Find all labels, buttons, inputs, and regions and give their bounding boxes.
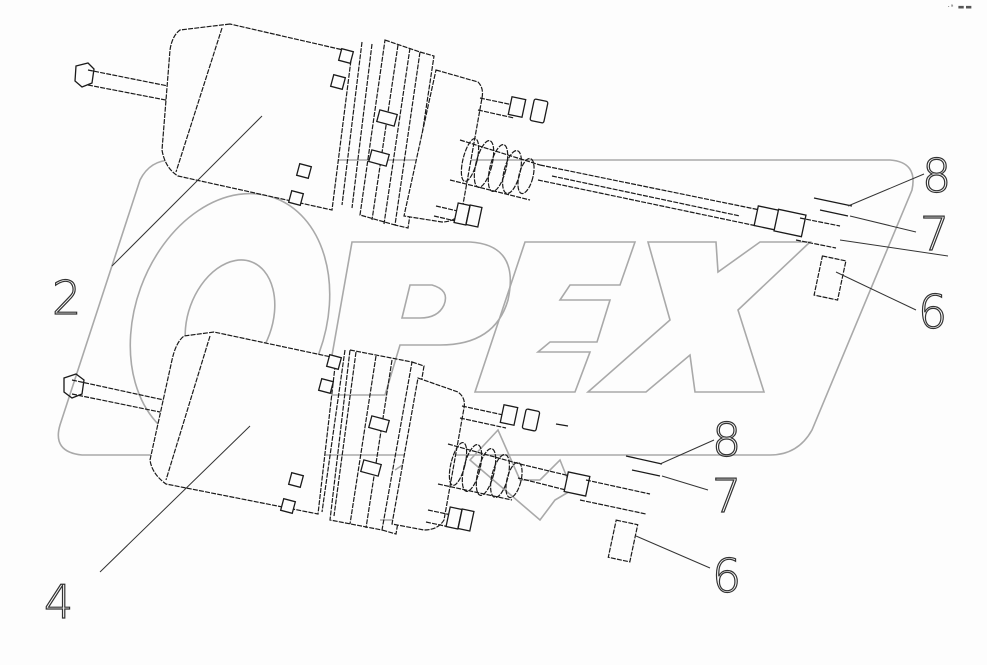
upper-brake-chamber [74, 23, 853, 301]
corner-mark: ·ᵃ ▬▬ [947, 3, 973, 11]
lower-callouts: 4 8 7 6 [43, 412, 741, 629]
callout-upper-7: 7 [920, 207, 949, 261]
lower-bellows-boot [437, 441, 523, 501]
callout-lower-7: 7 [712, 469, 741, 523]
flange-bolts [287, 47, 399, 207]
callout-4: 4 [44, 575, 73, 629]
callout-lower-6: 6 [712, 549, 741, 603]
upper-callouts: 2 8 7 6 [51, 115, 952, 340]
callout-upper-8: 8 [922, 149, 951, 203]
callout-upper-6: 6 [918, 285, 947, 339]
upper-bellows-boot [449, 137, 541, 201]
callout-lower-8: 8 [712, 413, 741, 467]
lower-flange-bolts [279, 353, 391, 515]
lower-brake-chamber [63, 331, 663, 563]
callout-2: 2 [52, 271, 81, 325]
